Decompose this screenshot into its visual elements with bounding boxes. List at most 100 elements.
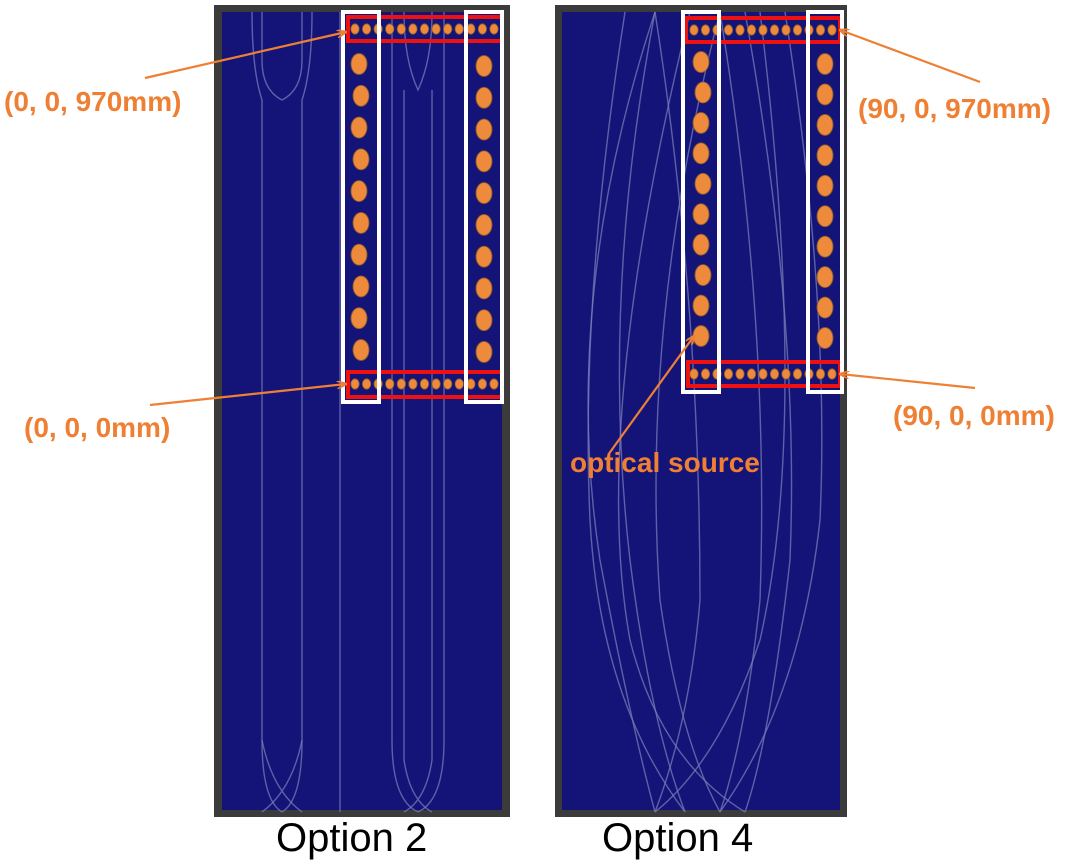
optical-source [350, 180, 368, 203]
optical-source-dot [419, 378, 430, 390]
optical-source-dot [477, 23, 488, 35]
optical-source [816, 327, 834, 349]
optical-source [694, 81, 712, 104]
optical-source [692, 203, 710, 226]
optical-source-dot [689, 24, 699, 36]
optical-source [816, 296, 834, 319]
optical-source-dot [769, 24, 780, 36]
optical-source-dot [385, 23, 395, 35]
arrow-opt2-top [144, 32, 346, 80]
optical-source-dot [443, 378, 453, 390]
optical-source-dot [769, 368, 780, 380]
optical-source [475, 150, 493, 173]
optical-source-dot [477, 378, 488, 390]
optical-source-dot [408, 23, 418, 35]
optical-source-dot [792, 368, 803, 380]
optical-source-dot [361, 378, 372, 390]
optical-source-dot [815, 368, 826, 380]
white-box-column [464, 10, 504, 404]
optical-source-dot [489, 378, 499, 390]
optical-source-dot [827, 368, 837, 380]
optical-source [475, 55, 493, 77]
panel-option-4 [555, 5, 847, 817]
optical-source [350, 53, 368, 75]
optical-source-dot [781, 368, 791, 380]
caption-option-4: Option 4 [602, 816, 754, 860]
label-opt4-bottom: (90, 0, 0mm) [893, 400, 1055, 431]
optical-source-dot [746, 368, 757, 380]
optical-source [694, 264, 712, 287]
optical-source-dot [350, 378, 360, 390]
optical-source [475, 341, 493, 363]
fiber-line [251, 11, 283, 813]
optical-source-dot [396, 378, 406, 390]
optical-source [475, 309, 493, 332]
optical-source [350, 116, 368, 139]
optical-source-dot [746, 24, 757, 36]
optical-source [694, 172, 712, 195]
optical-source [816, 205, 834, 228]
optical-source-dot [408, 378, 418, 390]
source-highlight-group [681, 10, 844, 394]
arrow-opt4-top [840, 30, 981, 84]
optical-source [816, 53, 834, 75]
optical-source [475, 86, 493, 109]
optical-source [475, 245, 493, 268]
optical-source-dot [419, 23, 430, 35]
optical-source-dot [396, 23, 406, 35]
panel-option-2 [214, 5, 510, 817]
optical-source [352, 148, 370, 171]
label-optical-source: optical source [570, 447, 760, 478]
optical-source-dot [792, 24, 803, 36]
fiber-line [654, 11, 701, 813]
fiber-line [654, 11, 786, 813]
fiber-line [417, 12, 445, 813]
optical-source-dot [385, 378, 395, 390]
optical-source [352, 275, 370, 298]
fiber-line [261, 12, 303, 101]
label-opt2-top: (0, 0, 970mm) [4, 86, 182, 117]
optical-source-dot [758, 368, 768, 380]
optical-source [816, 235, 834, 258]
caption-option-2: Option 2 [276, 816, 428, 860]
optical-source [475, 182, 493, 205]
optical-source [816, 144, 834, 167]
optical-source-dot [723, 24, 734, 36]
fiber-line [403, 90, 433, 813]
optical-source-dot [431, 23, 441, 35]
arrow-optical-source [607, 336, 694, 456]
source-highlight-group [341, 10, 504, 404]
arrow-opt2-bottom [149, 384, 346, 407]
optical-source [816, 174, 834, 197]
fiber-line [587, 11, 656, 813]
optical-source [475, 277, 493, 300]
optical-source [816, 266, 834, 289]
optical-source-dot [735, 24, 745, 36]
fiber-line [617, 11, 746, 813]
fiber-line [281, 11, 313, 813]
optical-source [352, 84, 370, 107]
optical-source [692, 142, 710, 165]
fiber-line [719, 11, 763, 813]
optical-source [352, 211, 370, 234]
optical-source [352, 339, 370, 361]
label-opt2-bottom: (0, 0, 0mm) [24, 412, 171, 443]
optical-source-dot [454, 23, 464, 35]
fiber-line [587, 11, 686, 813]
optical-source-dot [454, 378, 464, 390]
optical-source-dot [431, 378, 441, 390]
optical-source-dot [700, 368, 711, 380]
fiber-line [403, 11, 433, 92]
white-box-column [681, 10, 721, 394]
optical-source [692, 325, 710, 347]
optical-source [692, 233, 710, 256]
fiber-line [655, 11, 721, 813]
optical-source [475, 118, 493, 141]
optical-source [692, 51, 710, 73]
optical-source [816, 113, 834, 136]
optical-source [350, 307, 368, 330]
label-opt4-top: (90, 0, 970mm) [858, 93, 1051, 124]
optical-source-dot [827, 24, 837, 36]
optical-source-dot [700, 24, 711, 36]
